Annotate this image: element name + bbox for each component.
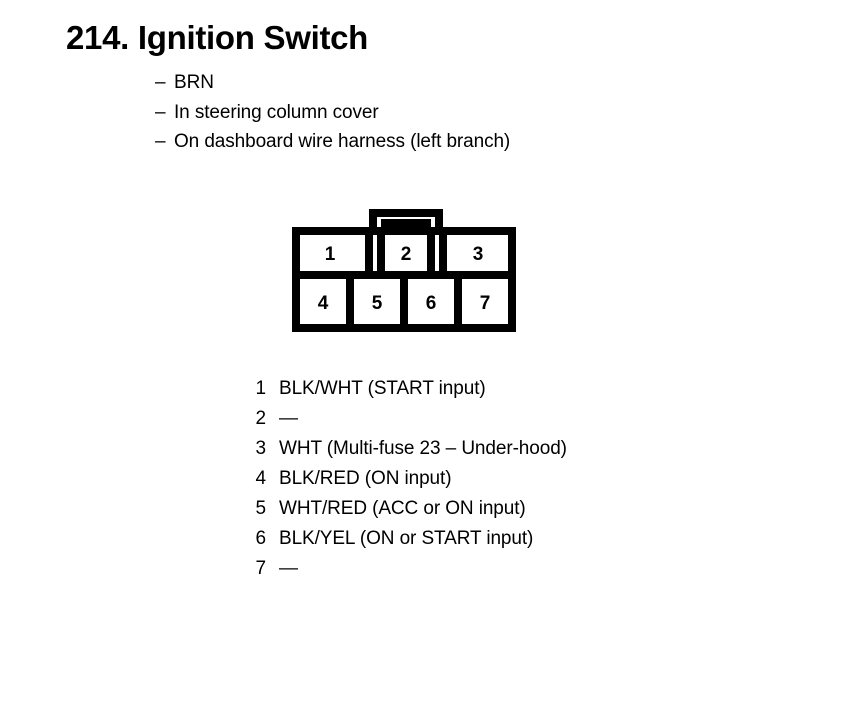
note-text: On dashboard wire harness (left branch) [174, 131, 511, 152]
note-line: –In steering column cover [155, 98, 510, 128]
connector-svg: 1 2 3 4 5 6 7 [292, 209, 516, 332]
connector-tab-outer [369, 209, 443, 231]
pin-legend-row: 3 WHT (Multi-fuse 23 – Under-hood) [248, 434, 567, 464]
connector-pin-label-4: 4 [318, 293, 329, 314]
pin-description: WHT/RED (ACC or ON input) [279, 498, 526, 519]
note-dash-icon: – [155, 101, 166, 123]
pin-legend-row: 2 — [248, 404, 567, 434]
connector-diagram: 1 2 3 4 5 6 7 [292, 198, 516, 332]
notes-list: –BRN –In steering column cover –On dashb… [155, 68, 510, 157]
pin-legend-list: 1 BLK/WHT (START input) 2 — 3 WHT (Multi… [248, 374, 567, 584]
connector-pin-label-3: 3 [473, 244, 484, 265]
note-line: –On dashboard wire harness (left branch) [155, 127, 510, 157]
pin-legend-row: 1 BLK/WHT (START input) [248, 374, 567, 404]
note-text: In steering column cover [174, 101, 379, 123]
pin-legend-row: 7 — [248, 554, 567, 584]
connector-pin-label-1: 1 [325, 244, 336, 265]
note-line: –BRN [155, 68, 510, 98]
connector-pin-label-2: 2 [401, 244, 412, 265]
pin-description: BLK/WHT (START input) [279, 378, 486, 399]
note-dash-icon: – [155, 131, 166, 152]
pin-number: 3 [255, 438, 267, 459]
connector-pin-label-6: 6 [426, 293, 437, 314]
pin-description: WHT (Multi-fuse 23 – Under-hood) [279, 438, 567, 459]
pin-number: 2 [255, 408, 267, 429]
pin-description: BLK/RED (ON input) [279, 468, 452, 489]
pin-legend-row: 6 BLK/YEL (ON or START input) [248, 524, 567, 554]
pin-number: 1 [255, 378, 267, 399]
pin-legend-row: 5 WHT/RED (ACC or ON input) [248, 494, 567, 524]
page-title: 214. Ignition Switch [66, 19, 369, 56]
pin-number: 7 [255, 558, 267, 579]
pin-description: BLK/YEL (ON or START input) [279, 528, 534, 549]
pin-description: — [279, 558, 298, 579]
connector-pin-label-7: 7 [480, 293, 491, 314]
pin-description: — [279, 408, 298, 429]
pin-number: 4 [255, 468, 267, 489]
page-title-block: 214. Ignition Switch [66, 18, 368, 58]
note-text: BRN [174, 72, 214, 93]
note-dash-icon: – [155, 72, 166, 93]
pin-legend-row: 4 BLK/RED (ON input) [248, 464, 567, 494]
pin-number: 5 [255, 498, 267, 519]
connector-pin-label-5: 5 [372, 293, 383, 314]
pin-number: 6 [255, 528, 267, 549]
